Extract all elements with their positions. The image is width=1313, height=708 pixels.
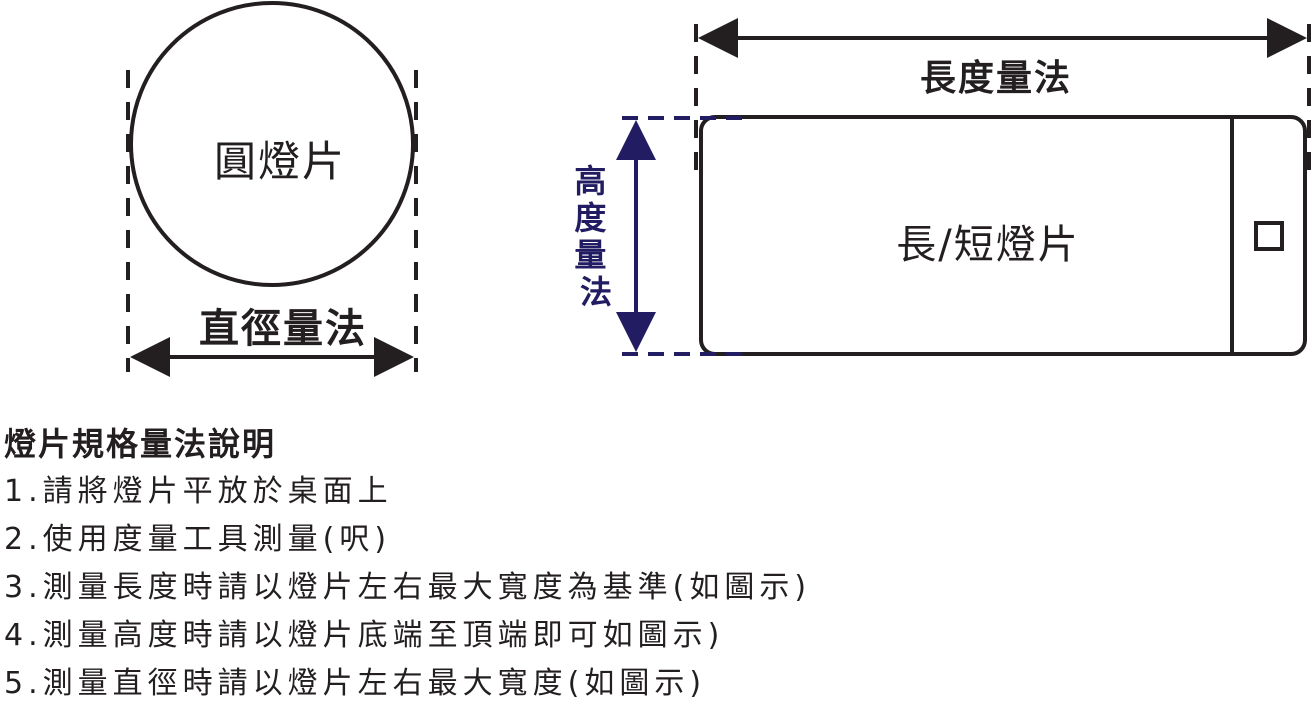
- diameter-label: 直徑量法: [199, 306, 367, 352]
- long-lamp-connector-square: [1254, 221, 1284, 251]
- instructions-section: 燈片規格量法說明 1.請將燈片平放於桌面上 2.使用度量工具測量(呎) 3.測量…: [4, 420, 1304, 708]
- long-lamp-figure: 長度量法 長/短燈片 高 度 量 法: [574, 18, 1311, 356]
- long-lamp-rect: [699, 115, 1307, 356]
- height-label: 高 度 量 法: [574, 162, 617, 311]
- round-lamp-circle: [129, 1, 415, 287]
- instruction-item-1: 1.請將燈片平放於桌面上: [4, 474, 393, 509]
- round-lamp-figure: 圓燈片 直徑量法: [126, 1, 418, 377]
- instruction-item-5: 5.測量直徑時請以燈片左右最大寬度(如圖示): [4, 666, 707, 701]
- instructions-title: 燈片規格量法說明: [4, 425, 277, 463]
- height-label-char-3: 量: [574, 236, 606, 274]
- measurement-diagram: 圓燈片 直徑量法 長度量法 長/短燈片 高 度 量 法: [126, 1, 1311, 377]
- instruction-item-2: 2.使用度量工具測量(呎): [4, 522, 392, 557]
- height-label-char-4: 法: [580, 273, 612, 311]
- length-label: 長度量法: [920, 58, 1072, 99]
- height-label-char-1: 高: [574, 162, 606, 200]
- round-lamp-label: 圓燈片: [214, 137, 346, 186]
- instruction-item-3: 3.測量長度時請以燈片左右最大寬度為基準(如圖示): [4, 570, 812, 605]
- long-lamp-label: 長/短燈片: [896, 222, 1079, 268]
- height-label-char-2: 度: [574, 199, 606, 237]
- instruction-item-4: 4.測量高度時請以燈片底端至頂端即可如圖示): [4, 618, 725, 653]
